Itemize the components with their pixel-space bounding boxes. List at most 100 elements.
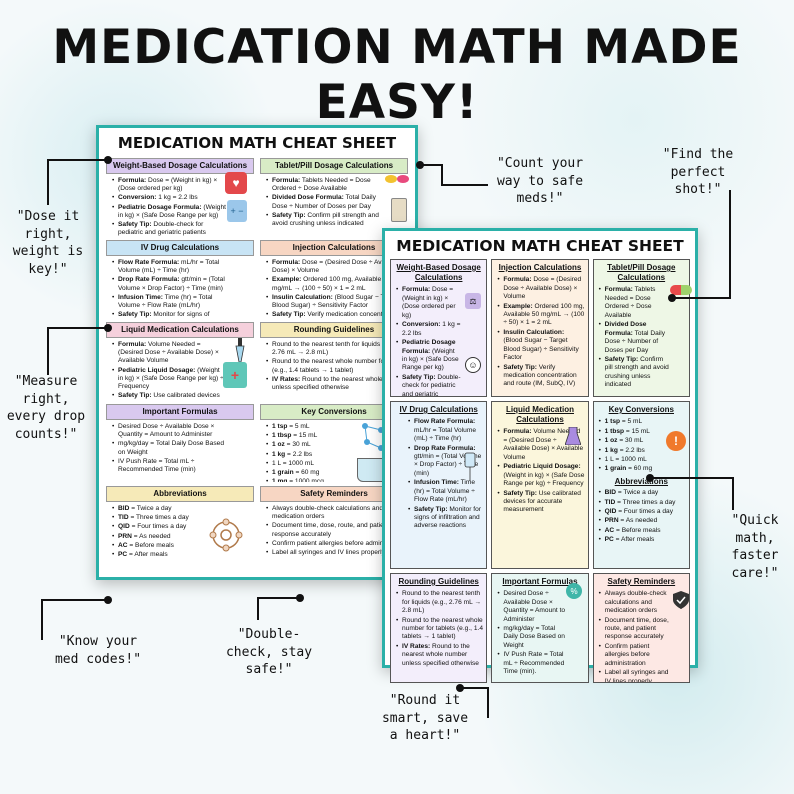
list-item: Drop Rate Formula: gtt/min = (Total Volu… (408, 445, 483, 479)
list-item: Insulin Calculation: (Blood Sugar − Targ… (497, 329, 584, 363)
back-section-key: Key Conversions 1 tsp = 5 mL1 tbsp = 15 … (260, 404, 408, 482)
list-item: Infusion Time: Time (hr) = Total Volume … (112, 294, 232, 310)
back-section-injection: Injection Calculations Formula: Dose = (… (260, 240, 408, 318)
back-section-title: Injection Calculations (260, 240, 408, 256)
list-item: Label all syringes and IV lines properly (599, 669, 674, 682)
list-item: 1 L = 1000 mL (599, 456, 686, 465)
list-item: Pediatric Liquid Dosage: (Weight in kg) … (112, 367, 226, 392)
list-item: IV Push Rate = Total mL ÷ Recommended Ti… (112, 458, 228, 474)
list-item: 1 mg = 1000 mcg (266, 478, 408, 482)
back-section-title: Important Formulas (106, 404, 254, 420)
list-item: AC = Before meals (599, 527, 686, 536)
list-item: Drop Rate Formula: gtt/min = (Total Volu… (112, 276, 232, 292)
list-item: PRN = As needed (112, 533, 254, 541)
list-item: Document time, dose, route, and patient … (599, 617, 674, 642)
callout-count: "Count your way to safe meds!" (496, 156, 584, 207)
list-item: Infusion Time: Time (hr) = Total Volume … (408, 479, 483, 504)
list-item: Formula: Volume Needed = (Desired Dose ÷… (112, 341, 226, 366)
callout-know: "Know your med codes!" (54, 634, 142, 667)
medical-cycle-icon (209, 518, 243, 552)
list-item: Round to the nearest whole number for ta… (266, 358, 408, 374)
front-cheat-sheet: MEDICATION MATH CHEAT SHEET Weight-Based… (382, 228, 698, 683)
list-item: IV Rates: Round to the nearest whole num… (396, 643, 483, 668)
list-item: Safety Tip: Verify medication concentrat… (497, 364, 584, 389)
front-section-rounding: Rounding Guidelines Round to the nearest… (390, 573, 488, 683)
list-item: TID = Three times a day (599, 499, 686, 508)
callout-double: "Double-check, stay safe!" (225, 627, 313, 678)
list-item: PRN = As needed (599, 517, 686, 526)
warning-icon: ! (666, 431, 686, 451)
list-item: Round to the nearest tenth for liquids (… (266, 341, 408, 357)
back-section-formulas: Important Formulas Desired Dose ÷ Availa… (106, 404, 254, 482)
list-item: Pediatric Liquid Dosage: (Weight in kg) … (497, 463, 584, 488)
front-section-title: Tablet/Pill Dosage Calculations (607, 263, 676, 283)
list-item: Safety Tip: Double-check for pediatric a… (396, 374, 461, 396)
front-section-iv: IV Drug Calculations Flow Rate Formula: … (390, 401, 488, 569)
list-item: 1 oz = 30 mL (599, 437, 686, 446)
beaker-icon (565, 427, 581, 445)
list-item: Pediatric Dosage Formula: (Weight in kg)… (112, 204, 228, 220)
list-item: Flow Rate Formula: mL/hr = Total Volume … (112, 259, 232, 275)
callout-dose: "Dose it right, weight is key!" (12, 209, 84, 277)
headline: MEDICATION MATH MADE EASY! (52, 20, 742, 130)
front-section-safety: Safety Reminders Always double-check cal… (592, 573, 690, 683)
list-item: Safety Tip: Double-check for pediatric a… (112, 221, 228, 236)
list-item: BID = Twice a day (112, 505, 254, 513)
front-section-title: Important Formulas (502, 577, 578, 586)
list-item: Safety Tip: Confirm pill strength and av… (599, 356, 672, 390)
list-item: Divided Dose Formula: Total Daily Dose ÷… (599, 321, 672, 355)
callout-round: "Round it smart, save a heart!" (381, 693, 469, 744)
list-item: Desired Dose ÷ Available Dose × Quantity… (497, 590, 570, 624)
pills-icon (385, 172, 409, 186)
front-section-title: Safety Reminders (607, 577, 676, 586)
list-item: Flow Rate Formula: mL/hr = Total Volume … (408, 418, 483, 443)
back-section-tablet: Tablet/Pill Dosage Calculations Formula:… (260, 158, 408, 236)
back-section-liquid: Liquid Medication Calculations Formula: … (106, 322, 254, 400)
list-item: Document time, dose, route, and patient … (266, 522, 408, 538)
front-section-title: Injection Calculations (498, 263, 582, 272)
pill-bottle-icon (391, 198, 407, 222)
front-section-tablet: Tablet/Pill Dosage Calculations Formula:… (592, 259, 690, 397)
list-item: Desired Dose ÷ Available Dose × Quantity… (112, 423, 228, 439)
baby-face-icon: ☺ (465, 357, 481, 373)
list-item: Formula: Dose = (Desired Dose ÷ Availabl… (266, 259, 408, 275)
callout-quick: "Quick math, faster care!" (731, 513, 779, 581)
list-item: 1 tsp = 5 mL (266, 423, 408, 431)
front-section-title: IV Drug Calculations (399, 405, 478, 414)
list-item: 1 oz = 30 mL (266, 441, 408, 449)
shield-icon (673, 591, 689, 609)
list-item: 1 L = 1000 mL (266, 460, 408, 468)
list-item: 1 tbsp = 15 mL (599, 428, 686, 437)
back-sheet-title: MEDICATION MATH CHEAT SHEET (117, 134, 397, 152)
list-item: PC = After meals (112, 551, 254, 559)
list-item: Pediatric Dosage Formula: (Weight in kg)… (396, 339, 461, 373)
list-item: QID = Four times a day (112, 523, 254, 531)
list-item: BID = Twice a day (599, 489, 686, 498)
list-item: Formula: Tablets Needed = Dose Ordered ÷… (599, 286, 672, 320)
callout-measure: "Measure right, every drop counts!" (6, 374, 86, 442)
front-section-title: Weight-Based Dosage Calculations (396, 263, 481, 283)
front-sheet-title: MEDICATION MATH CHEAT SHEET (396, 237, 684, 255)
list-item: TID = Three times a day (112, 514, 254, 522)
list-item: PC = After meals (599, 536, 686, 545)
list-item: Safety Tip: Use calibrated devices for a… (112, 392, 226, 400)
back-section-title: Abbreviations (106, 486, 254, 502)
list-item: Example: Ordered 100 mg, Available 50 mg… (497, 303, 584, 328)
list-item: mg/kg/day = Total Daily Dose Based on We… (112, 440, 228, 456)
list-item: Safety Tip: Confirm pill strength and av… (266, 212, 386, 228)
list-item: Always double-check calculations and med… (599, 590, 674, 615)
list-item: QID = Four times a day (599, 508, 686, 517)
front-section-title: Rounding Guidelines (398, 577, 479, 586)
list-item: Formula: Dose = (Desired Dose ÷ Availabl… (497, 276, 584, 301)
list-item: Conversion: 1 kg = 2.2 lbs (396, 321, 461, 338)
capsule-icon (670, 285, 692, 295)
list-item: Formula: Dose = (Weight in kg) × (Dose o… (112, 177, 228, 193)
list-item: Round to the nearest whole number for ta… (396, 617, 483, 642)
callout-shot: "Find the perfect shot!" (662, 147, 734, 198)
back-section-title: IV Drug Calculations (106, 240, 254, 256)
medicine-bottle-icon: + (223, 362, 247, 388)
back-section-title: Weight-Based Dosage Calculations (106, 158, 254, 174)
list-item: Safety Tip: Monitor for signs of infiltr… (112, 311, 232, 318)
